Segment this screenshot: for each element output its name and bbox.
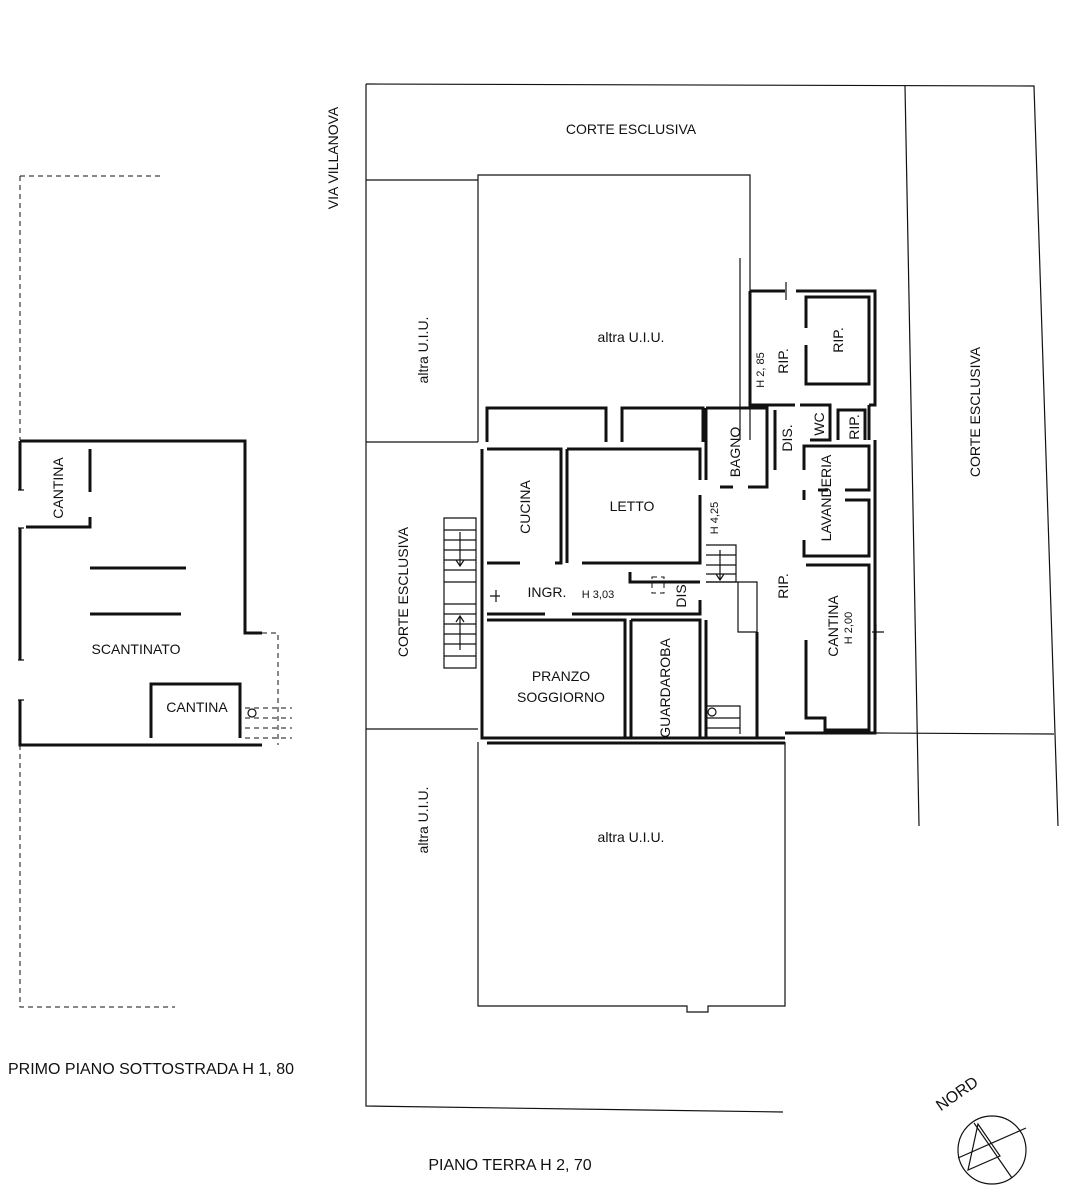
basement-window-2: [18, 659, 24, 701]
dis-right-walls: [773, 403, 832, 470]
basement-dashed-outline: [19, 175, 175, 1008]
right-wing-top: [750, 289, 877, 407]
right-wing-outer: [785, 440, 877, 735]
street-label: VIA VILLANOVA: [325, 106, 341, 209]
lavanderia-label: LAVANDERIA: [818, 454, 834, 541]
altra-top-label: altra U.I.U.: [598, 329, 665, 345]
h285-label: H 2, 85: [755, 352, 767, 387]
ingr-mid-wall: [628, 572, 700, 584]
pranzo-walls: [487, 618, 627, 738]
pranzo-label-2: SOGGIORNO: [517, 689, 605, 705]
corte-right-bottom-line: [874, 732, 1055, 735]
rip2-walls: [804, 295, 871, 386]
cantina-top-label: CANTINA: [50, 457, 66, 519]
rip3-walls: [836, 405, 871, 440]
cucina-label: CUCINA: [517, 480, 533, 534]
basement-dashed-stair: [245, 632, 292, 745]
h425-label: H 4,25: [709, 502, 721, 534]
stairs-landing: [706, 581, 758, 633]
cucina-walls: [487, 447, 563, 565]
wc-label: WC: [811, 412, 827, 435]
ingr-door-mark: [490, 590, 500, 602]
cantina-walls: [804, 563, 871, 732]
apt-top-wall: [485, 406, 705, 442]
stairs-left: [443, 517, 477, 669]
altra-left-bottom-label: altra U.I.U.: [415, 787, 431, 854]
altra-top-walls: [477, 174, 751, 442]
scantinato-label: SCANTINATO: [92, 641, 181, 657]
dis-right-label: DIS.: [779, 424, 795, 451]
bagno-label: BAGNO: [727, 427, 743, 478]
stairs-bottom-column: [707, 707, 717, 717]
altra-left-top-label: altra U.I.U.: [415, 317, 431, 384]
compass-circle: [957, 1115, 1027, 1185]
h200-label: H 2,00: [843, 612, 855, 644]
basement-column: [247, 708, 257, 718]
basement-wall-top: [20, 439, 262, 635]
stairs-left-arrows: [455, 532, 465, 650]
ground-plan: CUCINA LETTO BAGNO INGR. H 3,03 DIS. PRA…: [325, 83, 1059, 1174]
corte-top-label: CORTE ESCLUSIVA: [566, 121, 697, 137]
rip3-label: RIP.: [846, 414, 862, 439]
ingr-label: INGR.: [528, 584, 567, 600]
letto-label: LETTO: [610, 498, 655, 514]
compass: NORD: [933, 1074, 1027, 1185]
rip1-label: RIP.: [775, 348, 791, 373]
lot-boundary-top-right: [365, 83, 1059, 827]
basement-window-1: [18, 489, 24, 529]
stairs-right: [706, 544, 737, 583]
basement-plan: CANTINA CANTINA SCANTINATO PRIMO PIANO S…: [8, 175, 294, 1078]
ingr-bottom-wall: [487, 600, 702, 616]
guardaroba-walls: [629, 618, 702, 738]
altra-bottom-walls: [477, 742, 786, 1013]
dis-center-label: DIS.: [673, 580, 689, 607]
compass-label: NORD: [933, 1074, 981, 1115]
ingr-height: H 3,03: [582, 589, 614, 601]
corte-left-label: CORTE ESCLUSIVA: [395, 526, 411, 657]
guardaroba-label: GUARDAROBA: [657, 638, 673, 738]
ground-title: PIANO TERRA H 2, 70: [428, 1157, 591, 1174]
compass-arrow-icon: [957, 1122, 1027, 1179]
letto-walls: [565, 447, 702, 565]
ingr-shaft: [651, 576, 665, 594]
cantina-bottom-walls: [149, 682, 242, 738]
pranzo-label-1: PRANZO: [532, 668, 590, 684]
right-wing-rip1-walls: [748, 291, 795, 407]
basement-title: PRIMO PIANO SOTTOSTRADA H 1, 80: [8, 1061, 294, 1078]
lot-boundary-middle: [904, 85, 920, 827]
rip2-label: RIP.: [830, 327, 846, 352]
apt-left-bottom-wall: [480, 449, 785, 740]
lot-boundary-left: [365, 84, 784, 1113]
bagno-walls: [704, 406, 769, 489]
corte-right-label: CORTE ESCLUSIVA: [967, 346, 983, 477]
lavanderia-walls: [802, 444, 871, 558]
cantina-top-walls: [26, 449, 92, 529]
cantina-label: CANTINA: [825, 595, 841, 657]
basement-wall-bottom: [18, 441, 262, 747]
rip4-label: RIP.: [775, 573, 791, 598]
stairs-bottom: [706, 705, 741, 734]
cantina-bottom-label: CANTINA: [166, 699, 228, 715]
stairs-right-arrow: [715, 550, 725, 582]
altra-bottom-label: altra U.I.U.: [598, 829, 665, 845]
